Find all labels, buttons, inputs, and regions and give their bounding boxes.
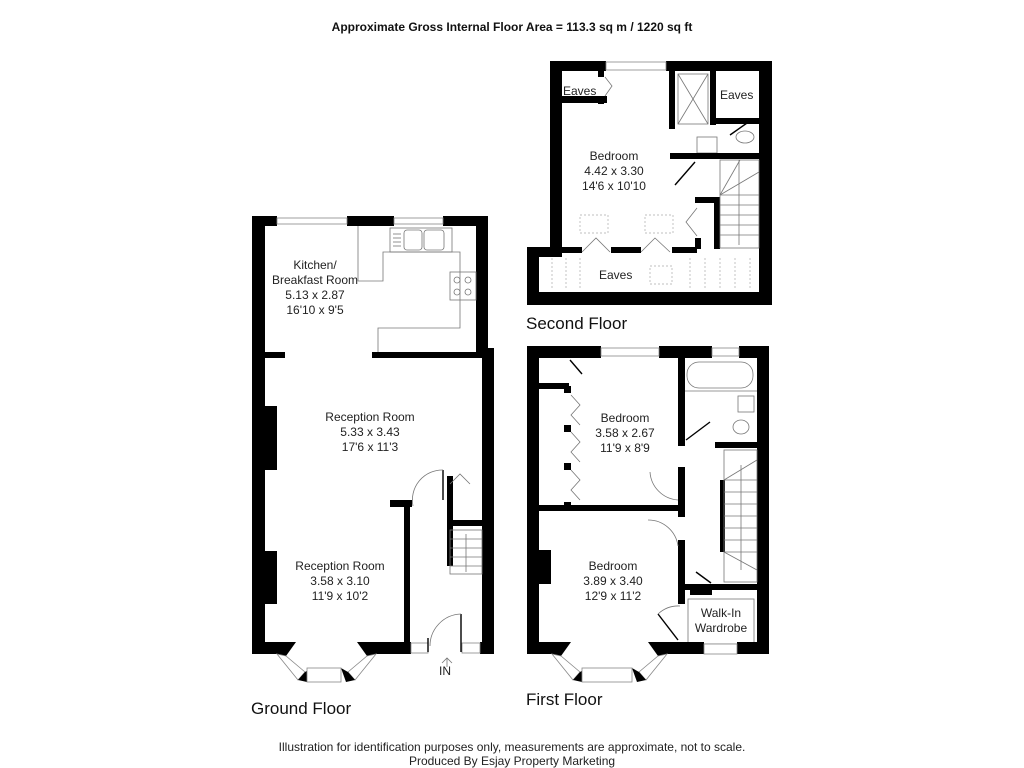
room-bedroom-second: Bedroom 4.42 x 3.30 14'6 x 10'10 xyxy=(572,149,656,194)
room-metric: 3.89 x 3.40 xyxy=(583,574,643,588)
room-imperial: 17'6 x 11'3 xyxy=(341,440,399,454)
room-reception-2: Reception Room 3.58 x 3.10 11'9 x 10'2 xyxy=(280,559,400,604)
room-name-line2: Wardrobe xyxy=(694,621,748,635)
room-name: Bedroom xyxy=(600,411,650,425)
second-floor-plan xyxy=(527,61,772,305)
room-imperial: 12'9 x 11'2 xyxy=(584,589,642,603)
room-reception-1: Reception Room 5.33 x 3.43 17'6 x 11'3 xyxy=(310,410,430,455)
first-floor-plan xyxy=(527,346,769,683)
room-imperial: 11'9 x 8'9 xyxy=(600,441,650,455)
room-metric: 3.58 x 2.67 xyxy=(595,426,655,440)
eaves-bottom-label: Eaves xyxy=(599,268,633,282)
room-kitchen-breakfast: Kitchen/ Breakfast Room 5.13 x 2.87 16'1… xyxy=(256,258,374,318)
room-metric: 5.33 x 3.43 xyxy=(340,425,400,439)
room-name-line2: Breakfast Room xyxy=(271,273,359,287)
room-bedroom-first-front: Bedroom 3.89 x 3.40 12'9 x 11'2 xyxy=(568,559,658,604)
room-walk-in-wardrobe: Walk-In Wardrobe xyxy=(686,606,756,636)
producer-credit: Produced By Esjay Property Marketing xyxy=(408,754,616,768)
eaves-left-label: Eaves xyxy=(563,84,597,98)
eaves-right-label: Eaves xyxy=(720,88,754,102)
room-imperial: 14'6 x 10'10 xyxy=(582,179,646,193)
room-metric: 3.58 x 3.10 xyxy=(310,574,370,588)
ground-floor-label: Ground Floor xyxy=(251,699,352,718)
room-name: Reception Room xyxy=(325,410,415,424)
room-metric: 4.42 x 3.30 xyxy=(584,164,644,178)
room-bedroom-first-rear: Bedroom 3.58 x 2.67 11'9 x 8'9 xyxy=(580,411,670,456)
room-imperial: 11'9 x 10'2 xyxy=(311,589,369,603)
room-name: Bedroom xyxy=(588,559,638,573)
room-name: Bedroom xyxy=(589,149,639,163)
room-name: Reception Room xyxy=(295,559,385,573)
room-metric: 5.13 x 2.87 xyxy=(285,288,345,302)
room-name-line1: Walk-In xyxy=(700,606,742,620)
first-floor-label: First Floor xyxy=(526,690,603,709)
room-imperial: 16'10 x 9'5 xyxy=(286,303,344,317)
entrance-label: IN xyxy=(439,664,451,678)
floor-area-title: Approximate Gross Internal Floor Area = … xyxy=(331,20,693,34)
ground-floor-plan xyxy=(252,216,494,683)
room-name-line1: Kitchen/ xyxy=(293,258,337,272)
second-floor-label: Second Floor xyxy=(526,314,628,333)
disclaimer-text: Illustration for identification purposes… xyxy=(278,740,746,754)
